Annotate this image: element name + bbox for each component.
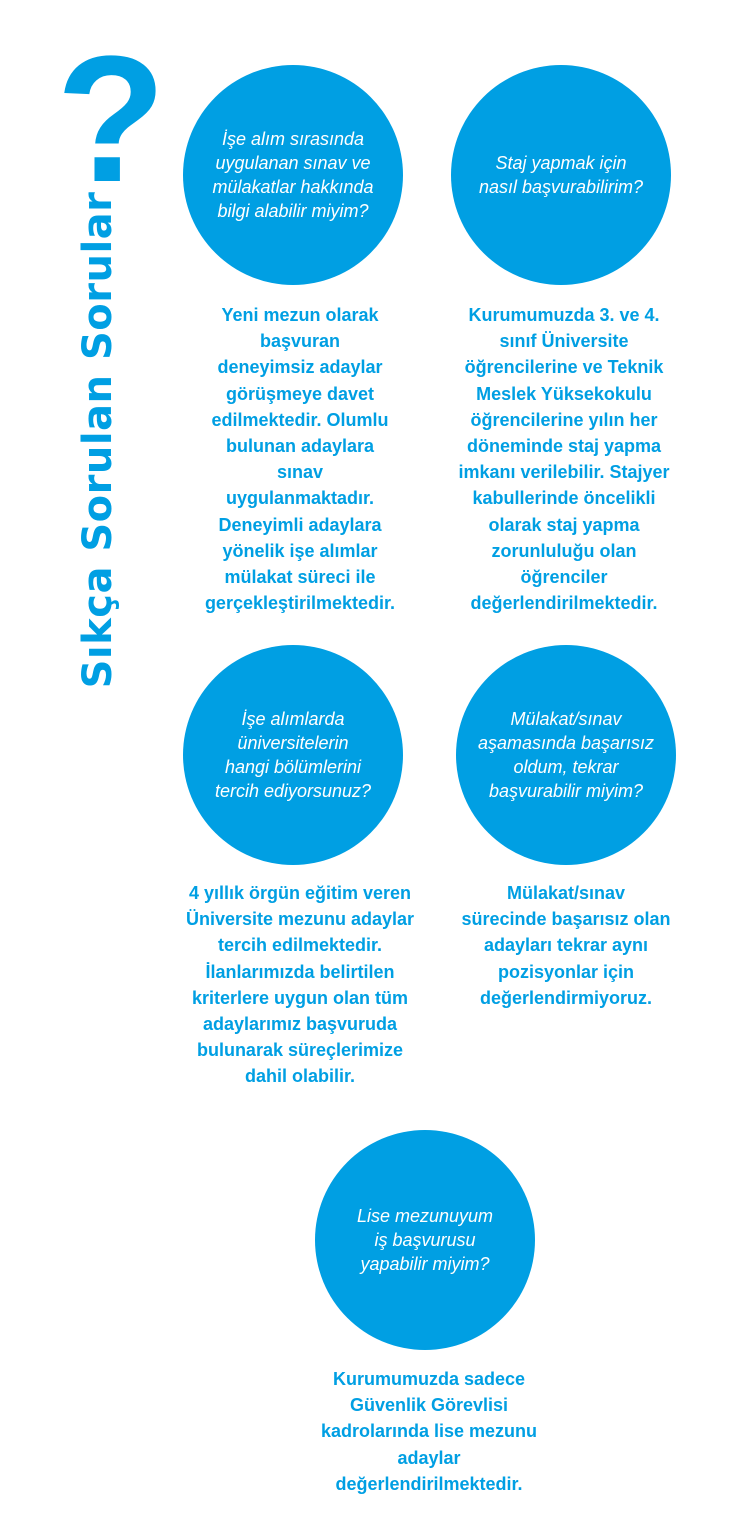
answer-text-2: Kurumumuzda 3. ve 4. sınıf Üniversite öğ… [458, 305, 670, 614]
question-text: Lise mezunuyum iş başvurusu yapabilir mi… [356, 1206, 494, 1274]
answer-text-5: Kurumumuzda sadece Güvenlik Görevlisi ka… [320, 1369, 538, 1494]
question-circle-3: İşe alımlarda üniversitelerin hangi bölü… [183, 645, 403, 865]
answer-text-1: Yeni mezun olarak başvuran deneyimsiz ad… [204, 305, 396, 614]
answer-text-4: Mülakat/sınav sürecinde başarısız olan a… [461, 883, 671, 1008]
question-circle-5: Lise mezunuyum iş başvurusu yapabilir mi… [315, 1130, 535, 1350]
question-text: İşe alımlarda üniversitelerin hangi bölü… [214, 709, 372, 801]
question-circle-4: Mülakat/sınav aşamasında başarısız oldum… [456, 645, 676, 865]
question-text: İşe alım sırasında uygulanan sınav ve mü… [212, 129, 374, 221]
question-mark-icon: ? [56, 19, 166, 220]
answer-text-3: 4 yıllık örgün eğitim veren Üniversite m… [185, 883, 415, 1087]
question-text: Staj yapmak için nasıl başvurabilirim? [478, 153, 644, 197]
question-text: Mülakat/sınav aşamasında başarısız oldum… [477, 709, 655, 801]
page-title: Sıkça Sorulan Sorular [75, 191, 121, 689]
question-circle-2: Staj yapmak için nasıl başvurabilirim? [451, 65, 671, 285]
question-circle-1: İşe alım sırasında uygulanan sınav ve mü… [183, 65, 403, 285]
